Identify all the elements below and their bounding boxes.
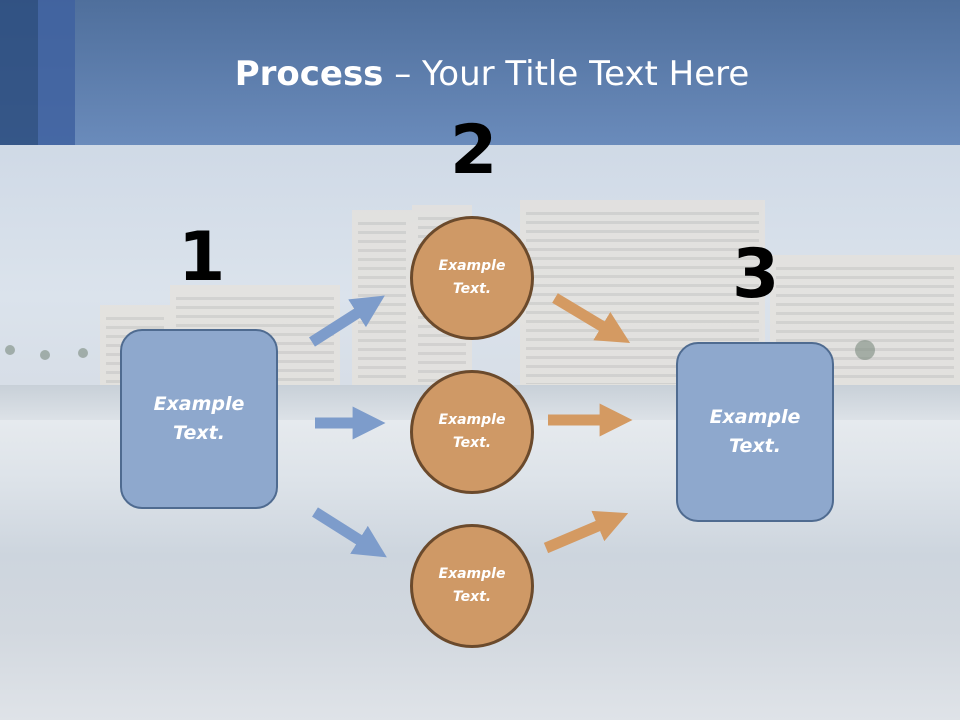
slide-title: Process – Your Title Text Here: [0, 52, 960, 96]
palm-tree: [5, 345, 15, 355]
step-number-1: 1: [178, 218, 226, 297]
palm-tree: [40, 350, 50, 360]
arrow-to-circle-1: [309, 295, 385, 347]
circle-1: Example Text.: [410, 216, 534, 340]
arrow-from-circle-1: [552, 293, 631, 344]
circle-2: Example Text.: [410, 370, 534, 494]
circle-3: Example Text.: [410, 524, 534, 648]
header-accent-strip: [38, 0, 75, 145]
palm-tree: [855, 340, 875, 360]
building: [520, 200, 765, 390]
step-number-3: 3: [732, 235, 780, 314]
right-box-text: Example Text.: [709, 406, 801, 457]
header-band: Process – Your Title Text Here: [0, 0, 960, 145]
title-bold: Process: [234, 54, 384, 94]
arrow-to-circle-3: [312, 507, 387, 558]
left-box: Example Text.: [120, 329, 278, 509]
circle-2-text: Example Text.: [438, 412, 506, 451]
header-accent-strip: [0, 0, 38, 145]
left-box-text: Example Text.: [153, 393, 245, 444]
circle-1-text: Example Text.: [438, 258, 506, 297]
title-rest: – Your Title Text Here: [383, 54, 750, 94]
right-box: Example Text.: [676, 342, 834, 522]
palm-tree: [78, 348, 88, 358]
circle-3-text: Example Text.: [438, 566, 506, 605]
step-number-2: 2: [450, 111, 498, 190]
arrow-from-circle-3: [543, 510, 629, 554]
